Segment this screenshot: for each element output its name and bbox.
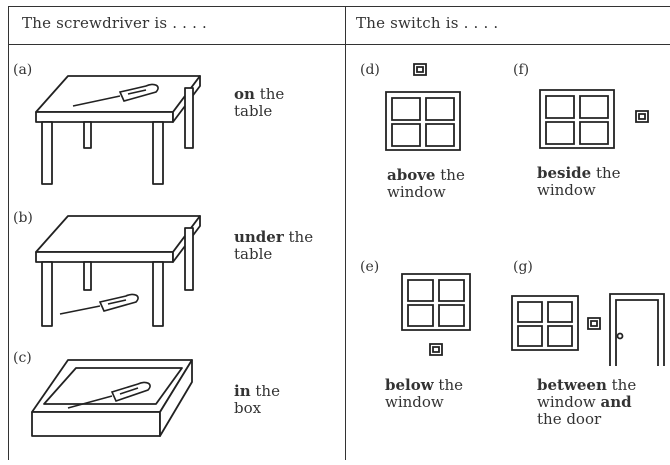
item-d-rest: the [435, 166, 465, 184]
item-f-keyword: beside [537, 164, 592, 182]
item-b-rest: the [283, 228, 314, 246]
item-c-rest: the [250, 382, 280, 400]
item-b-caption: under the table [234, 229, 313, 263]
column-divider [345, 6, 346, 460]
item-b-line2: table [234, 245, 273, 263]
item-a-keyword: on [234, 85, 255, 103]
header-divider [8, 44, 670, 45]
item-a-caption: on the table [234, 86, 284, 120]
item-a-line2: table [234, 102, 273, 120]
item-e-label: (e) [360, 259, 380, 275]
item-c-caption: in the box [234, 383, 280, 417]
item-d-keyword: above [387, 166, 436, 184]
table-with-screwdriver-on-icon [28, 68, 208, 190]
item-b-keyword: under [234, 228, 284, 246]
item-g-label: (g) [513, 259, 533, 275]
table-frame [8, 6, 670, 460]
window-switch-door-icon [510, 290, 666, 368]
item-f-label: (f) [513, 62, 530, 78]
box-with-screwdriver-icon [28, 352, 198, 444]
item-c-keyword: in [234, 382, 251, 400]
item-g-line2a: window [537, 393, 601, 411]
item-g-line2-keyword: and [600, 393, 632, 411]
right-column-heading: The switch is . . . . [356, 14, 499, 32]
item-d-line2: window [387, 183, 446, 201]
item-f-caption: beside the window [537, 165, 621, 199]
item-g-line3: the door [537, 410, 602, 428]
item-d-label: (d) [360, 62, 380, 78]
item-a-rest: the [254, 85, 285, 103]
item-b-label: (b) [13, 210, 33, 226]
item-g-rest: the [606, 376, 637, 394]
item-a-label: (a) [13, 62, 33, 78]
window-switch-below-icon [400, 272, 480, 362]
item-c-label: (c) [13, 350, 32, 366]
item-g-caption: between the window and the door [537, 377, 636, 428]
window-switch-above-icon [384, 62, 464, 154]
item-g-keyword: between [537, 376, 607, 394]
item-d-caption: above the window [387, 167, 465, 201]
item-f-line2: window [537, 181, 596, 199]
window-switch-beside-icon [538, 88, 658, 150]
item-e-caption: below the window [385, 377, 463, 411]
item-e-rest: the [433, 376, 463, 394]
item-e-keyword: below [385, 376, 434, 394]
item-f-rest: the [591, 164, 621, 182]
table-with-screwdriver-under-icon [28, 210, 208, 332]
item-e-line2: window [385, 393, 444, 411]
item-c-line2: box [234, 399, 262, 417]
left-column-heading: The screwdriver is . . . . [22, 14, 207, 32]
